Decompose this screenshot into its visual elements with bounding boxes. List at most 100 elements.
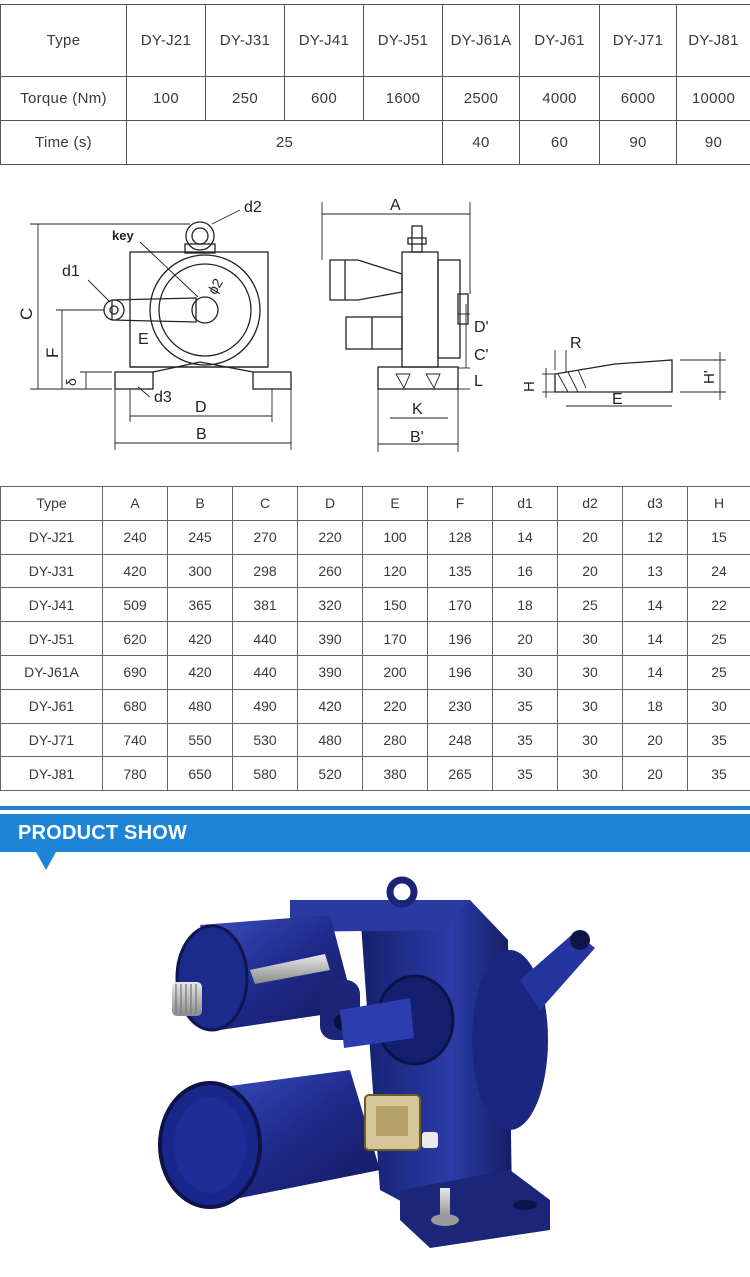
label-b: B xyxy=(196,426,207,443)
anchor-nut xyxy=(431,1214,459,1226)
dim-value-cell: 30 xyxy=(557,654,623,690)
dim-value-cell: 550 xyxy=(167,722,233,758)
spec-type-label: Type xyxy=(0,4,127,77)
dim-header-cell: B xyxy=(167,486,233,521)
dim-value-cell: 18 xyxy=(492,587,558,623)
dim-value-cell: 30 xyxy=(492,654,558,690)
output-shaft-sleeve xyxy=(340,998,414,1048)
dim-value-cell: 25 xyxy=(687,654,750,690)
label-d3: d3 xyxy=(154,389,172,406)
dim-value-cell: 22 xyxy=(687,587,750,623)
spec-model: DY-J81 xyxy=(676,4,750,77)
spec-model: DY-J61A xyxy=(442,4,520,77)
spec-torque: 10000 xyxy=(676,76,750,121)
spec-torque-label: Torque (Nm) xyxy=(0,76,127,121)
spec-model: DY-J41 xyxy=(284,4,364,77)
label-h-prime: H' xyxy=(701,370,718,384)
dim-value-cell: 30 xyxy=(687,688,750,724)
dim-value-cell: 24 xyxy=(687,553,750,589)
dim-value-cell: 440 xyxy=(232,654,298,690)
housing-top xyxy=(290,900,470,932)
dim-value-cell: 248 xyxy=(427,722,493,758)
spec-time: 90 xyxy=(676,120,750,165)
side-foot-hatch xyxy=(395,373,441,390)
spec-model: DY-J21 xyxy=(126,4,206,77)
spec-row-time: Time (s) 25 40 60 90 90 xyxy=(0,120,750,165)
dim-value-cell: 440 xyxy=(232,621,298,656)
dim-value-cell: 509 xyxy=(102,587,168,623)
dim-value-cell: 265 xyxy=(427,756,493,792)
side-view xyxy=(321,202,471,452)
label-a: A xyxy=(390,197,401,214)
dim-value-cell: 380 xyxy=(362,756,428,792)
leader-d2 xyxy=(211,209,241,225)
base-hole xyxy=(513,1200,537,1210)
dim-header-cell: d2 xyxy=(557,486,623,521)
dim-value-cell: 620 xyxy=(102,621,168,656)
spec-table: Type DY-J21 DY-J31 DY-J41 DY-J51 DY-J61A… xyxy=(0,4,750,165)
dim-value-cell: 196 xyxy=(427,654,493,690)
lever-arm xyxy=(520,932,595,1010)
drawing-svg: d2 key d1 C F E ɸ2 δ d3 D B A D' C' L K … xyxy=(17,197,726,452)
dim-value-cell: 530 xyxy=(232,722,298,758)
dim-value-cell: 220 xyxy=(362,688,428,724)
lifting-eye-inner xyxy=(191,227,209,245)
dim-value-cell: 30 xyxy=(557,621,623,656)
dim-value-cell: 15 xyxy=(687,519,750,555)
dim-value-cell: 14 xyxy=(622,621,688,656)
spec-model: DY-J31 xyxy=(205,4,285,77)
dim-value-cell: 30 xyxy=(557,756,623,792)
dim-value-cell: 390 xyxy=(297,654,363,690)
label-delta: δ xyxy=(63,378,79,386)
label-phi: ɸ2 xyxy=(204,275,226,297)
side-eye-collar xyxy=(407,237,427,245)
dim-value-cell: 14 xyxy=(622,587,688,623)
output-wheel xyxy=(472,950,548,1130)
dim-value-cell: 780 xyxy=(102,756,168,792)
dim-type-cell: DY-J21 xyxy=(0,519,103,555)
dim-value-cell: 420 xyxy=(102,553,168,589)
dim-value-cell: 420 xyxy=(297,688,363,724)
lifting-eye xyxy=(386,876,418,908)
crank-hole xyxy=(103,299,125,321)
dim-header-cell: D xyxy=(297,486,363,521)
spline-teeth xyxy=(175,984,197,1014)
dim-value-cell: 135 xyxy=(427,553,493,589)
label-d-prime: D' xyxy=(474,319,489,336)
spec-torque: 4000 xyxy=(519,76,600,121)
dim-value-cell: 170 xyxy=(362,621,428,656)
spec-model: DY-J51 xyxy=(363,4,443,77)
dim-type-cell: DY-J61A xyxy=(0,654,103,690)
cable-gland xyxy=(422,1132,438,1148)
dim-value-cell: 100 xyxy=(362,519,428,555)
front-view xyxy=(30,209,292,450)
dim-header-cell: H xyxy=(687,486,750,521)
lower-motor-cap xyxy=(174,1097,246,1193)
base-foot xyxy=(400,1170,550,1248)
dim-type-cell: DY-J81 xyxy=(0,756,103,792)
dim-value-cell: 420 xyxy=(167,654,233,690)
dim-value-cell: 13 xyxy=(622,553,688,589)
dim-header-cell: A xyxy=(102,486,168,521)
dim-value-cell: 14 xyxy=(492,519,558,555)
spec-torque: 100 xyxy=(126,76,206,121)
label-e2: E xyxy=(612,391,623,408)
dim-value-cell: 480 xyxy=(297,722,363,758)
eye-base xyxy=(184,243,216,254)
leader-key xyxy=(139,241,199,298)
label-e: E xyxy=(138,331,149,348)
spec-time: 40 xyxy=(442,120,520,165)
dim-value-cell: 128 xyxy=(427,519,493,555)
dim-type-cell: DY-J71 xyxy=(0,722,103,758)
banner-title: PRODUCT SHOW xyxy=(18,822,188,844)
dim-value-cell: 35 xyxy=(687,722,750,758)
crank-handle xyxy=(250,954,330,984)
dim-value-cell: 490 xyxy=(232,688,298,724)
terminal-plate xyxy=(376,1106,408,1136)
dim-type-cell: DY-J31 xyxy=(0,553,103,589)
